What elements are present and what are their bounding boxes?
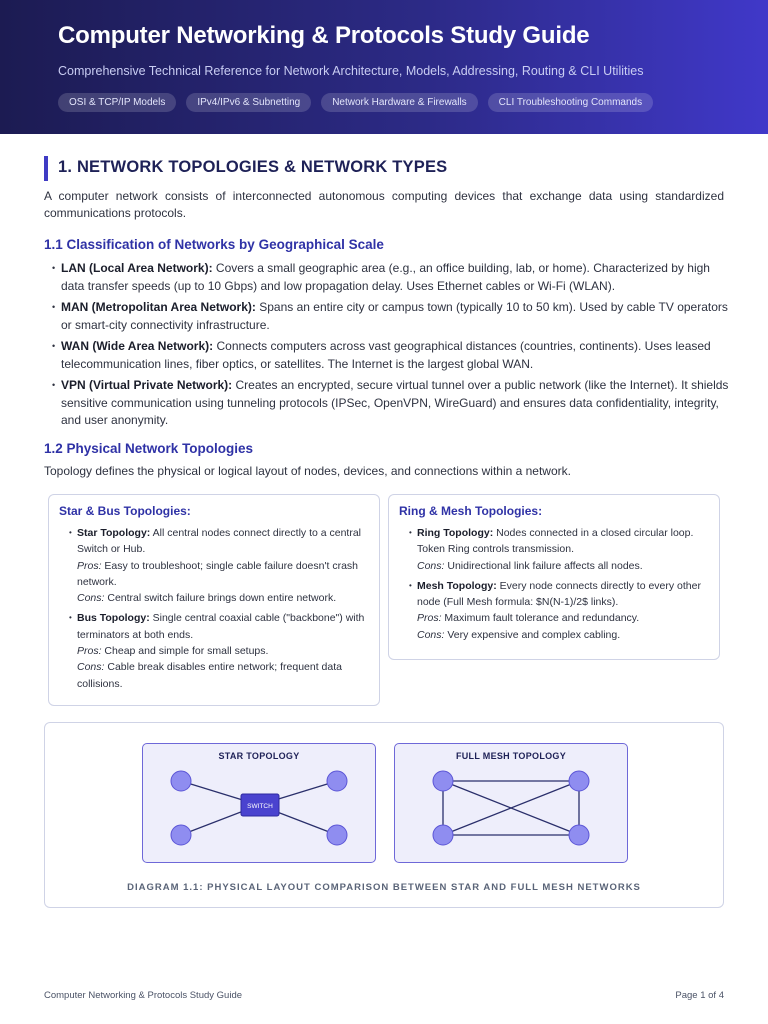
star-topology-graphic: SWITCH [170, 770, 348, 846]
switch-box [240, 793, 280, 817]
list-item-man: MAN (Metropolitan Area Network): Spans a… [52, 299, 732, 334]
classification-heading: 1.1 Classification of Networks by Geogra… [44, 237, 384, 252]
mesh-topology-panel: FULL MESH TOPOLOGY [394, 743, 628, 863]
tag-hardware-firewalls: Network Hardware & Firewalls [321, 93, 478, 112]
list-item-vpn: VPN (Virtual Private Network): Creates a… [52, 377, 732, 430]
card-title: Ring & Mesh Topologies: [399, 504, 543, 518]
card-title: Star & Bus Topologies: [59, 504, 191, 518]
section-title: 1. NETWORK TOPOLOGIES & NETWORK TYPES [44, 156, 447, 181]
star-node [326, 824, 348, 846]
mesh-link [442, 780, 580, 836]
diagram-caption: DIAGRAM 1.1: PHYSICAL LAYOUT COMPARISON … [127, 882, 641, 893]
topologies-heading: 1.2 Physical Network Topologies [44, 441, 254, 456]
star-topology-panel: STAR TOPOLOGY SWITCH [142, 743, 376, 863]
tag-cli-commands: CLI Troubleshooting Commands [487, 93, 654, 112]
mesh-node [568, 824, 590, 846]
mesh-node [568, 770, 590, 792]
network-types-list: LAN (Local Area Network): Covers a small… [52, 260, 732, 434]
list-item-bus: Bus Topology: Single central coaxial cab… [69, 610, 379, 691]
ring-mesh-card: Ring & Mesh Topologies: Ring Topology: N… [388, 494, 720, 660]
list-item-wan: WAN (Wide Area Network): Connects comput… [52, 338, 732, 373]
list-item-lan: LAN (Local Area Network): Covers a small… [52, 260, 732, 295]
list-item-ring: Ring Topology: Nodes connected in a clos… [409, 525, 719, 574]
star-bus-card: Star & Bus Topologies: Star Topology: Al… [48, 494, 380, 706]
page-header: Computer Networking & Protocols Study Gu… [0, 0, 768, 134]
mesh-topology-title: FULL MESH TOPOLOGY [455, 751, 567, 761]
switch-label: SWITCH [247, 803, 273, 810]
footer-title: Computer Networking & Protocols Study Gu… [44, 990, 243, 1001]
star-node [170, 824, 192, 846]
mesh-node [432, 770, 454, 792]
page-number: Page 1 of 4 [675, 990, 724, 1001]
star-node [170, 770, 192, 792]
page-subtitle: Comprehensive Technical Reference for Ne… [58, 64, 644, 78]
mesh-node [432, 824, 454, 846]
page-title: Computer Networking & Protocols Study Gu… [58, 22, 590, 49]
star-node [326, 770, 348, 792]
topic-tags: OSI & TCP/IP Models IPv4/IPv6 & Subnetti… [58, 93, 768, 112]
tag-osi-models: OSI & TCP/IP Models [58, 93, 177, 112]
list-item-star: Star Topology: All central nodes connect… [69, 525, 379, 606]
star-topology-title: STAR TOPOLOGY [218, 751, 300, 761]
mesh-topology-graphic [432, 770, 590, 846]
tag-ip-subnetting: IPv4/IPv6 & Subnetting [186, 93, 312, 112]
list-item-mesh: Mesh Topology: Every node connects direc… [409, 578, 719, 643]
topologies-intro: Topology defines the physical or logical… [44, 464, 571, 478]
section-intro: A computer network consists of interconn… [44, 189, 724, 220]
topology-diagram: STAR TOPOLOGY SWITCH FULL MESH TOPOLOGY [44, 722, 724, 908]
